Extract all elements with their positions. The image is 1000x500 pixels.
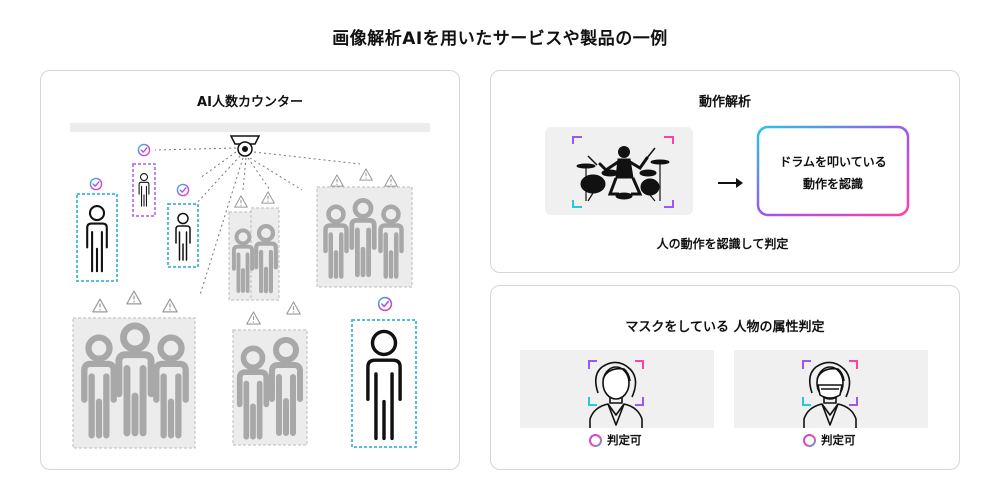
counted-person-small (132, 143, 156, 217)
sight-lines (154, 147, 361, 296)
warning-icon (126, 290, 142, 305)
attribute-illustration (520, 350, 928, 428)
judgement-left: 判定可 (589, 432, 642, 448)
counted-person-large (351, 296, 417, 448)
camera-icon (229, 135, 261, 157)
warning-icon (330, 174, 344, 187)
masked-woman-icon (803, 361, 857, 428)
check-icon (137, 143, 151, 157)
counter-panel-title: AI人数カウンター (197, 95, 303, 110)
ring-icon (803, 434, 816, 447)
counted-person-left (76, 177, 118, 282)
detect-brackets (572, 136, 674, 208)
warning-icon (92, 298, 108, 313)
motion-caption: 人の動作を認識して判定 (656, 237, 789, 251)
woman-brackets (588, 360, 644, 406)
uncounted-group-bottom (232, 301, 308, 446)
warning-icon (359, 168, 373, 181)
ceiling-bar (70, 123, 430, 132)
judgement-right-label: 判定可 (821, 433, 856, 447)
warning-icon (162, 298, 178, 313)
woman-icon (589, 361, 643, 428)
check-icon (176, 183, 190, 197)
uncounted-group-trio (316, 168, 413, 288)
judgement-left-label: 判定可 (607, 433, 642, 447)
warning-icon (286, 301, 301, 315)
result-box: ドラムを叩いている 動作を認識 (758, 127, 908, 215)
motion-panel-title: 動作解析 (698, 95, 751, 110)
warning-icon (261, 191, 275, 204)
check-icon (89, 177, 103, 191)
warning-icon (384, 174, 398, 187)
counter-illustration (70, 123, 430, 449)
warning-icon (246, 311, 261, 325)
arrow-right-icon (718, 178, 743, 188)
warning-icon (234, 195, 248, 208)
result-box-border (756, 125, 910, 217)
uncounted-group-pair (228, 191, 280, 301)
counted-person-middle (167, 183, 199, 268)
result-line-1: ドラムを叩いている (779, 155, 887, 169)
result-line-2: 動作を認識 (802, 177, 863, 191)
page-title: 画像解析AIを用いたサービスや製品の一例 (332, 29, 668, 49)
judgement-right: 判定可 (803, 432, 856, 448)
ring-icon (589, 434, 602, 447)
drummer-icon (576, 146, 670, 202)
check-icon (377, 296, 393, 312)
masked-woman-brackets (802, 360, 858, 406)
attribute-panel-title: マスクをしている 人物の属性判定 (625, 320, 825, 335)
uncounted-group-large (72, 290, 196, 449)
motion-illustration (545, 125, 910, 257)
